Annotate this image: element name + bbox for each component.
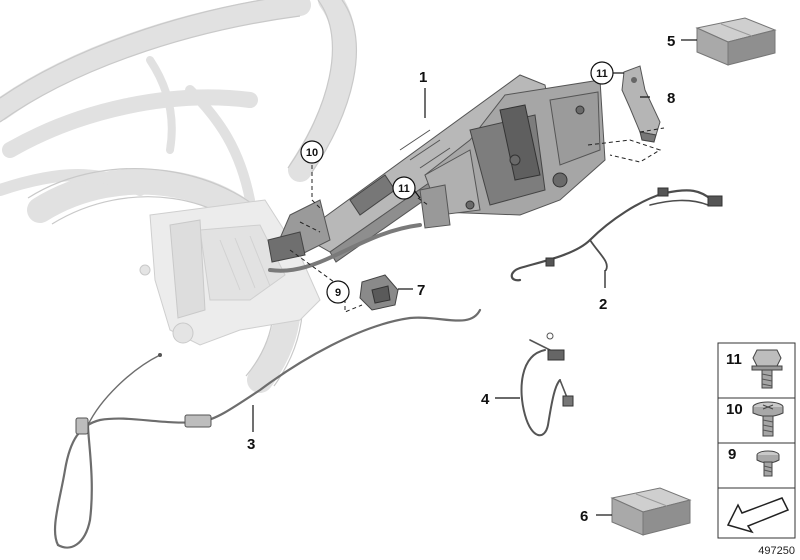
leader-lines [252,39,697,516]
part-1-cable [268,223,422,273]
circled-callout-11-top: 11 [590,61,614,85]
callout-8: 8 [667,90,675,107]
part-2-harness [510,187,723,282]
callout-2: 2 [599,296,607,313]
callout-5: 5 [667,33,675,50]
circled-callout-9: 9 [326,280,350,304]
svg-text:10: 10 [306,147,318,159]
vehicle-frame-ghost [0,0,357,393]
callout-1: 1 [419,69,427,86]
part-7-clip [359,274,399,311]
circled-callout-10: 10 [300,140,324,164]
part-1-bracket [267,74,606,263]
reference-number: 497250 [758,545,795,557]
screw-icon [756,450,780,477]
legend-item-11: 11 [726,351,742,368]
legend-item-9: 9 [728,446,736,463]
svg-text:11: 11 [398,183,410,195]
callout-3: 3 [247,436,255,453]
part-5-box [695,17,777,66]
hex-bolt-icon [751,349,783,389]
direction-arrow-icon [726,497,790,534]
svg-text:11: 11 [596,68,608,80]
part-8-bracket [621,65,661,143]
circled-callout-11-mid: 11 [392,176,416,200]
part-4-cable [520,332,574,437]
part-6-box [610,487,692,536]
callout-7: 7 [417,282,425,299]
fastener-legend: 11 10 9 [717,342,796,539]
vehicle-subframe-ghost [139,199,321,346]
part-3-cable [53,308,482,549]
legend-item-10: 10 [726,401,743,418]
callout-4: 4 [481,391,490,408]
callout-6: 6 [580,508,588,525]
torx-bolt-icon [752,401,784,437]
svg-text:9: 9 [335,287,341,299]
